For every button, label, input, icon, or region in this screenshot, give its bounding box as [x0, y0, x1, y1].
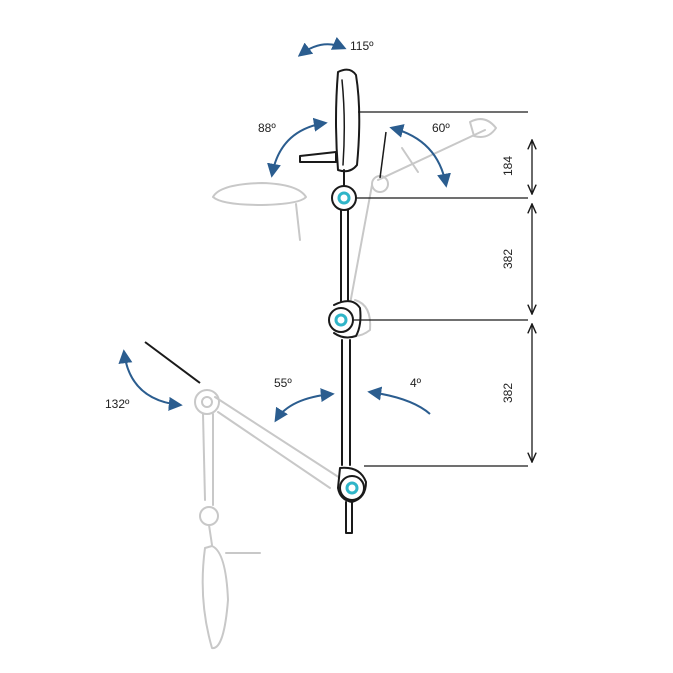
ghost-drop-stem [208, 524, 213, 546]
ghost-head-left [212, 182, 307, 206]
upper-joint-reference [379, 131, 387, 179]
arrow-132 [118, 349, 183, 411]
label-lower-arm-right: 4º [410, 376, 422, 390]
rotation-arrows [118, 36, 451, 423]
ghost-drop-arm-a [202, 413, 206, 501]
base-joint-ring [345, 481, 359, 495]
mid-joint-ring [334, 313, 348, 327]
lamp-head-handle [299, 151, 337, 163]
label-head-tilt: 88º [258, 121, 276, 135]
dim-label-382-lower: 382 [501, 383, 515, 403]
upper-joint-ring [337, 191, 351, 205]
ghost-head-arm [377, 129, 486, 181]
arrow-4 [367, 386, 431, 415]
label-top-rotation: 115º [350, 39, 374, 53]
label-base-swing: 132º [105, 397, 130, 411]
ghost-lower-position [194, 389, 341, 649]
joints [328, 185, 365, 501]
label-lower-arm-left: 55º [274, 376, 292, 390]
arrow-88 [267, 117, 328, 178]
ghost-head-handle [295, 203, 301, 241]
dimension-guides [144, 111, 532, 467]
ghost-drop-head [201, 545, 229, 649]
lamp-main [299, 68, 367, 534]
ghost-lower-joint-inner [201, 396, 213, 408]
dim-label-382-upper: 382 [501, 249, 515, 269]
arrow-115 [297, 36, 347, 57]
lamp-head-edge [341, 79, 346, 166]
ghost-head-tip [469, 118, 497, 138]
arrow-60 [389, 124, 451, 188]
ghost-lower-arm-b [217, 411, 331, 489]
ghost-upper-arm [347, 184, 373, 316]
base-swing-reference [144, 341, 201, 384]
arrow-55 [274, 388, 335, 423]
label-upper-joint: 60º [432, 121, 450, 135]
ghost-drop-joint [199, 506, 219, 526]
dim-label-184: 184 [501, 156, 515, 176]
ghost-lower-arm-a [214, 396, 341, 479]
base-post [345, 501, 353, 534]
lamp-head [335, 68, 361, 173]
ghost-lower-joint [194, 389, 220, 415]
